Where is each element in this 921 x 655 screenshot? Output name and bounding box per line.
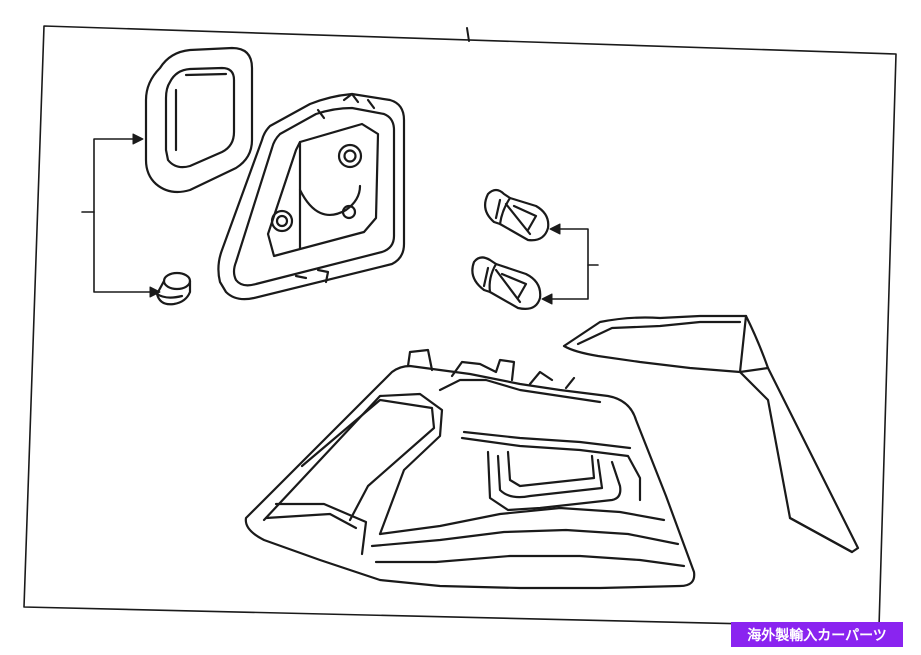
bulb-upper (483, 188, 550, 242)
arrow-head-gasket (132, 133, 144, 145)
callout-bracket-right (541, 223, 599, 305)
callout-bracket-left (81, 133, 161, 298)
watermark-badge: 海外製輸入カーパーツ (731, 622, 903, 647)
arrow-head-bulb-upper (549, 223, 561, 235)
watermark-text: 海外製輸入カーパーツ (747, 627, 887, 644)
tail-lamp-assembly (244, 348, 696, 590)
arrow-head-bulb-lower (541, 293, 553, 305)
gasket (144, 46, 254, 194)
arrow-head-socket (149, 286, 161, 298)
callout-tick-top (466, 27, 470, 42)
socket-plate (217, 92, 406, 301)
bulb-lower (471, 256, 542, 310)
trim-strip (562, 314, 860, 554)
bulb-socket (155, 271, 192, 306)
